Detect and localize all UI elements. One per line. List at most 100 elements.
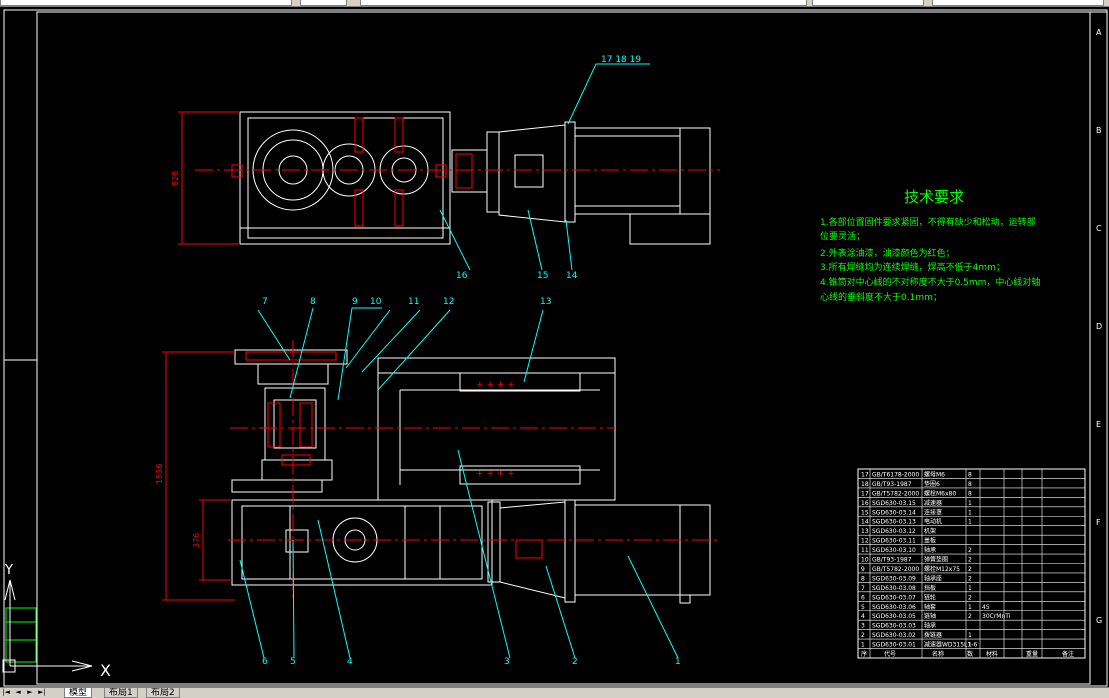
top-leaders (439, 63, 650, 271)
parts-cell: 2 (968, 557, 972, 564)
parts-cell: 轴承 (924, 622, 936, 630)
parts-cell: 13 (861, 528, 869, 535)
parts-cell: SGD630-03.01 (872, 642, 916, 649)
parts-cell: 8 (968, 481, 972, 488)
parts-cell: 18 (861, 481, 869, 488)
parts-cell: 1 (968, 519, 972, 526)
parts-cell: 7 (861, 585, 865, 592)
parts-header-cell: 备注 (1062, 650, 1074, 658)
parts-cell: 17 (861, 471, 869, 478)
top-view (239, 111, 711, 245)
drawing-canvas[interactable]: ABCDEFGH (0, 7, 1109, 687)
parts-cell: SGD630-03.09 (872, 575, 916, 582)
balloon-4: 4 (347, 657, 353, 667)
parts-cell: 4 (861, 613, 865, 620)
svg-text:+ + + +: + + + + (476, 469, 515, 479)
parts-cell: 1 (968, 604, 972, 611)
balloon-12: 12 (443, 297, 454, 307)
svg-text:+ + + +: + + + + (476, 380, 515, 390)
parts-cell: 2 (968, 547, 972, 554)
balloon-5: 5 (290, 657, 296, 667)
frame-zone-letters: ABCDEFGH (1096, 28, 1102, 625)
parts-cell: 10 (861, 557, 869, 564)
frame-letter: C (1096, 224, 1102, 233)
parts-cell: SGD630-03.10 (872, 547, 916, 554)
parts-cell: SGD630-03.03 (872, 623, 916, 630)
balloon-1: 1 (675, 657, 681, 667)
frame-letter: F (1096, 518, 1101, 527)
ucs-icon (2, 579, 93, 673)
balloon-2: 2 (572, 657, 578, 667)
parts-cell: SGD630-03.13 (872, 519, 916, 526)
parts-header-cell: 名称 (932, 650, 944, 658)
parts-cell: 垫圈6 (924, 480, 940, 488)
balloon-10: 10 (370, 297, 382, 307)
parts-cell: 1 (861, 642, 865, 649)
parts-header-cell: 序 (861, 650, 867, 658)
parts-cell: 链轮 (924, 593, 936, 601)
parts-cell: 螺栓M12x75 (924, 565, 960, 573)
parts-cell: 轴承座 (924, 574, 942, 582)
parts-cell: 2 (968, 566, 972, 573)
balloon-17-18-19: 17 18 19 (601, 55, 641, 65)
parts-cell: SGD630-03.14 (872, 509, 916, 516)
parts-header-cell: 重量 (1026, 650, 1038, 658)
tab-next-arrow[interactable]: ► (27, 688, 33, 696)
parts-cell: 减速器 (924, 499, 942, 507)
parts-cell: 8 (968, 490, 972, 497)
balloon-7: 7 (262, 297, 268, 307)
parts-cell: SGD630-03.11 (872, 538, 916, 545)
top-dim (178, 111, 240, 245)
tech-requirement-line: 位要灵活； (820, 230, 865, 242)
parts-cell: 11 (861, 547, 869, 554)
parts-cell: 减速器WD315L1-6 (924, 641, 977, 649)
toolbar-combo-1[interactable] (0, 0, 292, 6)
parts-cell: GB/T6178-2000 (872, 471, 919, 478)
toolbar-combo-4[interactable] (812, 0, 924, 6)
parts-cell: 螺母M6 (924, 470, 945, 478)
front-marks: + + + + + + + + (476, 380, 515, 479)
front-leaders (239, 307, 679, 659)
tab-prev-arrow[interactable]: ◄ (15, 688, 21, 696)
tech-requirement-line: 4.锥筒对中心线的不对称度不大于0.5mm，中心线对轴 (820, 276, 1040, 288)
toolbar-combo-5[interactable] (932, 0, 1104, 6)
parts-cell: 挡板 (924, 584, 936, 592)
parts-cell: SGD630-03.06 (872, 604, 916, 611)
parts-cell: 电动机 (924, 518, 942, 526)
tech-requirement-line: 心线的垂斜度不大于0.1mm； (820, 291, 942, 303)
parts-header-cell: 材料 (986, 650, 998, 658)
parts-cell: GB/T5782-2000 (872, 566, 919, 573)
toolbar-combo-3[interactable] (360, 0, 807, 6)
parts-header-cell: 数 (967, 650, 973, 658)
balloon-15: 15 (537, 271, 548, 281)
parts-cell: 1 (968, 585, 972, 592)
frame-letter: D (1096, 322, 1102, 331)
balloon-9: 9 (352, 297, 358, 307)
balloon-3: 3 (504, 657, 510, 667)
tech-requirement-line: 2.外表涂油漆，油漆颜色为红色； (820, 247, 955, 259)
front-view (231, 349, 711, 604)
parts-cell: 2 (861, 632, 865, 639)
parts-cell: SGD630-03.02 (872, 632, 916, 639)
layout-tab-bar: |◄ ◄ ► ►| 模型 布局1 布局2 (0, 687, 1109, 698)
parts-cell: SGD630-03.12 (872, 528, 916, 535)
ucs-x-label: X (100, 661, 111, 680)
toolbar-strip (0, 0, 1109, 7)
balloon-14: 14 (566, 271, 578, 281)
parts-header-row: 序代号名称数材料重量备注 (861, 650, 1074, 658)
parts-cell: SGD630-03.07 (872, 594, 916, 601)
tab-last-arrow[interactable]: ►| (38, 688, 46, 696)
tab-first-arrow[interactable]: |◄ (2, 688, 10, 696)
frame-letter: E (1096, 420, 1101, 429)
toolbar-combo-2[interactable] (300, 0, 347, 6)
